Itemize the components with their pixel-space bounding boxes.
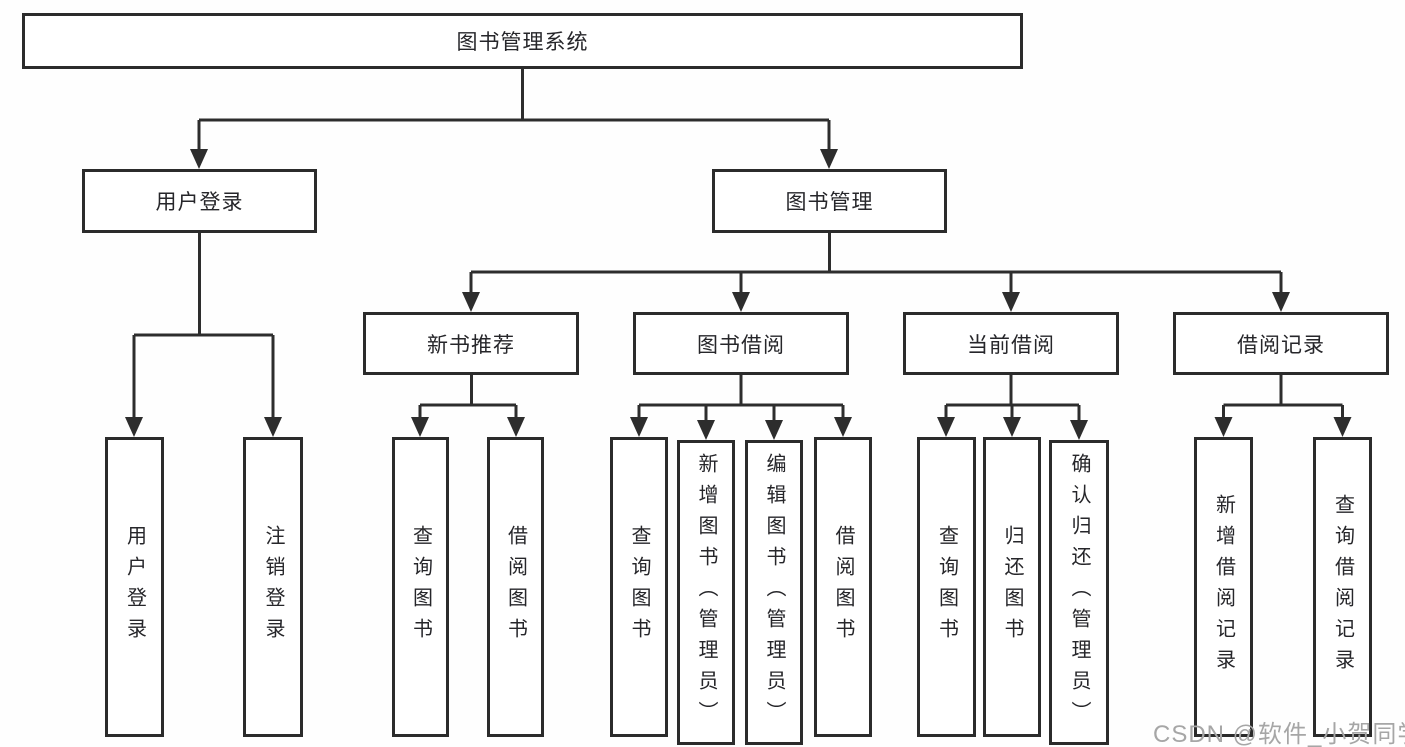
watermark: CSDN @软件_小贺同学	[1153, 721, 1405, 747]
connector-borrow-records-children	[1214, 375, 1352, 437]
node-book-management: 图书管理	[712, 169, 947, 233]
connector-book-borrowing-children	[630, 375, 852, 440]
leaf-logout: 注销登录	[243, 437, 303, 737]
leaf-query-books-borrowing: 查询图书	[610, 437, 668, 737]
connector-new-book-rec-children	[411, 375, 525, 437]
node-root-system: 图书管理系统	[22, 13, 1023, 69]
leaf-borrow-books-recommend: 借阅图书	[487, 437, 544, 737]
leaf-return-book: 归还图书	[983, 437, 1041, 737]
leaf-borrow-books-borrowing: 借阅图书	[814, 437, 872, 737]
leaf-edit-book-admin: 编辑图书（管理员）	[745, 440, 803, 745]
leaf-add-borrow-record: 新增借阅记录	[1194, 437, 1253, 737]
leaf-add-book-admin: 新增图书（管理员）	[677, 440, 735, 745]
leaf-confirm-return-admin: 确认归还（管理员）	[1049, 440, 1109, 745]
node-current-borrowing: 当前借阅	[903, 312, 1119, 375]
connector-root-to-level2	[190, 69, 838, 169]
node-user-login: 用户登录	[82, 169, 317, 233]
leaf-query-borrow-record: 查询借阅记录	[1313, 437, 1372, 737]
connector-user-login-children	[125, 233, 282, 437]
leaf-user-login: 用户登录	[105, 437, 164, 737]
connector-book-mgmt-to-level3	[462, 233, 1290, 312]
node-borrow-records: 借阅记录	[1173, 312, 1389, 375]
leaf-query-books-recommend: 查询图书	[392, 437, 449, 737]
node-book-borrowing: 图书借阅	[633, 312, 849, 375]
connector-current-borrowing-children	[937, 375, 1088, 440]
node-new-book-recommend: 新书推荐	[363, 312, 579, 375]
leaf-query-books-current: 查询图书	[917, 437, 976, 737]
